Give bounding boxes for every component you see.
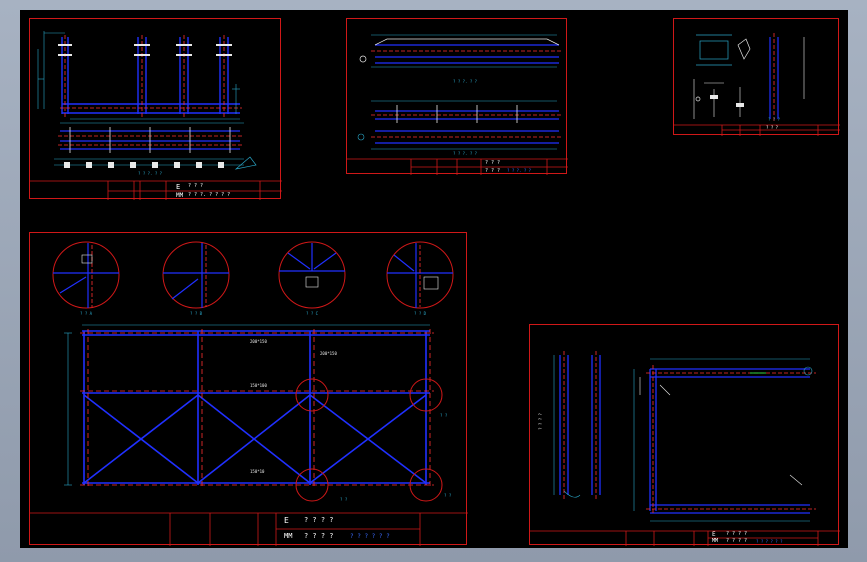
sheet-main-drawing [30,241,468,546]
tb-mm: MM [176,192,184,199]
note-a: ? ? ?. ? ? [453,79,478,84]
label-mid-chord: 150*100 [250,383,267,388]
tb-mm: MM [284,532,293,540]
note-bottom: ? ? ?. ? ? [138,171,163,176]
detail-label-a: ? ? A [80,311,93,316]
sheet-top-middle[interactable]: ? ? ?. ? ? ? ? ?. ? ? ? ? ? ? ? ? ? ? ?.… [346,18,568,175]
callout-3: ? ? [444,493,452,498]
tb-question: ? ? ? [188,183,204,189]
tb-drawing-number: ? ? ? ? ? ? [756,539,783,544]
detail-label-b: ? ? B [190,311,203,316]
label-bottom-chord: 150*10 [250,469,265,474]
sheet-bottom-right[interactable]: ? ? ? ? E MM ? ? ? ? ? ? ? ? ? ? ? ? ? ? [529,324,840,546]
sheet-top-right-drawing [674,33,840,136]
tb-drawing-number: ? ? ?. ? ? [507,168,532,173]
tb-e: E [712,531,716,538]
detail-label-c: ? ? C [306,311,319,316]
side-label: ? ? ? ? [537,413,543,430]
callout-1: ? ? [440,413,448,418]
detail-label-d: ? ? D [414,311,427,316]
sheet-top-left[interactable]: E MM ? ? ? ? ? ?. ? ? ? ? ? ? ?. ? ? [29,18,282,200]
label-post: 200*150 [320,351,337,356]
tb-drawing-number: ? ? ?. ? ? ? ? [188,192,231,198]
callout-2: ? ? [340,497,348,502]
tb-mm: MM [712,538,719,544]
sheet-main[interactable]: ? ? A ? ? B ? ? C ? ? D 200*150 200*150 … [29,232,468,546]
label-top-chord: 200*150 [250,339,267,344]
tb-question-2: ? ? ? [485,168,501,174]
sheet-top-middle-drawing [347,34,568,175]
sheet-top-right[interactable]: ? ? ? ? ? ? [673,18,840,136]
tb-drawing-number: ? ? ? ? ? ? [350,533,390,540]
tb-question-1: ? ? ? ? [304,516,334,524]
detail-circles [52,241,454,309]
tb-e: E [176,183,181,191]
sheet-top-left-drawing [30,31,282,200]
note: ? ? ? [768,117,781,122]
tb-e: E [284,516,289,525]
tb-question-1: ? ? ? ? [726,531,748,537]
note-b: ? ? ?. ? ? [453,151,478,156]
cad-model-space[interactable]: E MM ? ? ? ? ? ?. ? ? ? ? ? ? ?. ? ? [20,10,848,548]
tb-question: ? ? ? [766,125,779,130]
tb-question-2: ? ? ? ? [304,532,334,540]
tb-question-1: ? ? ? [485,160,501,166]
sheet-bottom-right-drawing [530,351,840,546]
tb-question-2: ? ? ? ? [726,538,748,544]
